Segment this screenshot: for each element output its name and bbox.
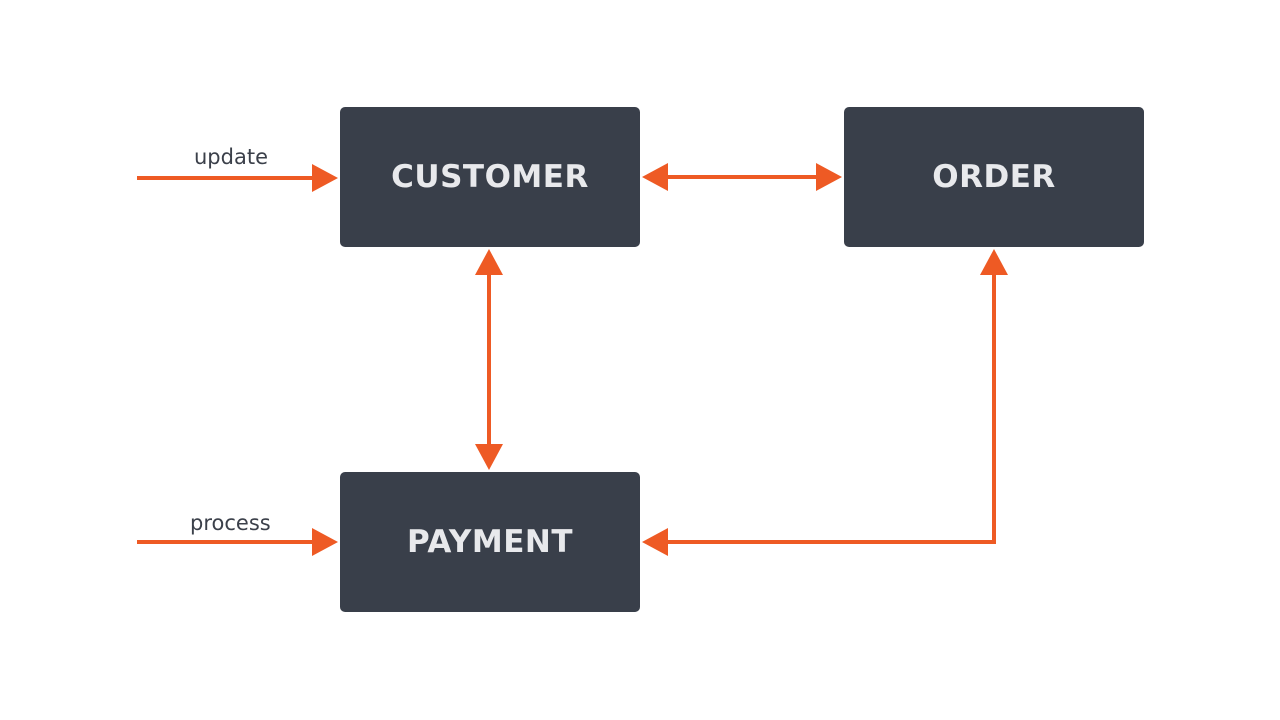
arrowhead-up-icon — [980, 249, 1008, 275]
arrow-customer-payment — [475, 249, 503, 470]
node-customer: CUSTOMER — [340, 107, 640, 247]
arrowhead-right-icon — [312, 164, 338, 192]
arrow-customer-order — [642, 163, 842, 191]
arrowhead-right-icon — [816, 163, 842, 191]
node-order: ORDER — [844, 107, 1144, 247]
node-payment: PAYMENT — [340, 472, 640, 612]
edge-label-process: process — [190, 511, 271, 535]
edge-label-update: update — [194, 145, 268, 169]
arrowhead-left-icon — [642, 163, 668, 191]
node-order-label: ORDER — [932, 159, 1056, 195]
arrowhead-up-icon — [475, 249, 503, 275]
arrow-order-payment — [642, 249, 1008, 556]
arrow-process-to-payment — [137, 528, 338, 556]
arrowhead-down-icon — [475, 444, 503, 470]
node-payment-label: PAYMENT — [407, 524, 573, 560]
arrowhead-right-icon — [312, 528, 338, 556]
arrowhead-left-icon — [642, 528, 668, 556]
arrow-update-to-customer — [137, 164, 338, 192]
node-customer-label: CUSTOMER — [391, 159, 589, 195]
